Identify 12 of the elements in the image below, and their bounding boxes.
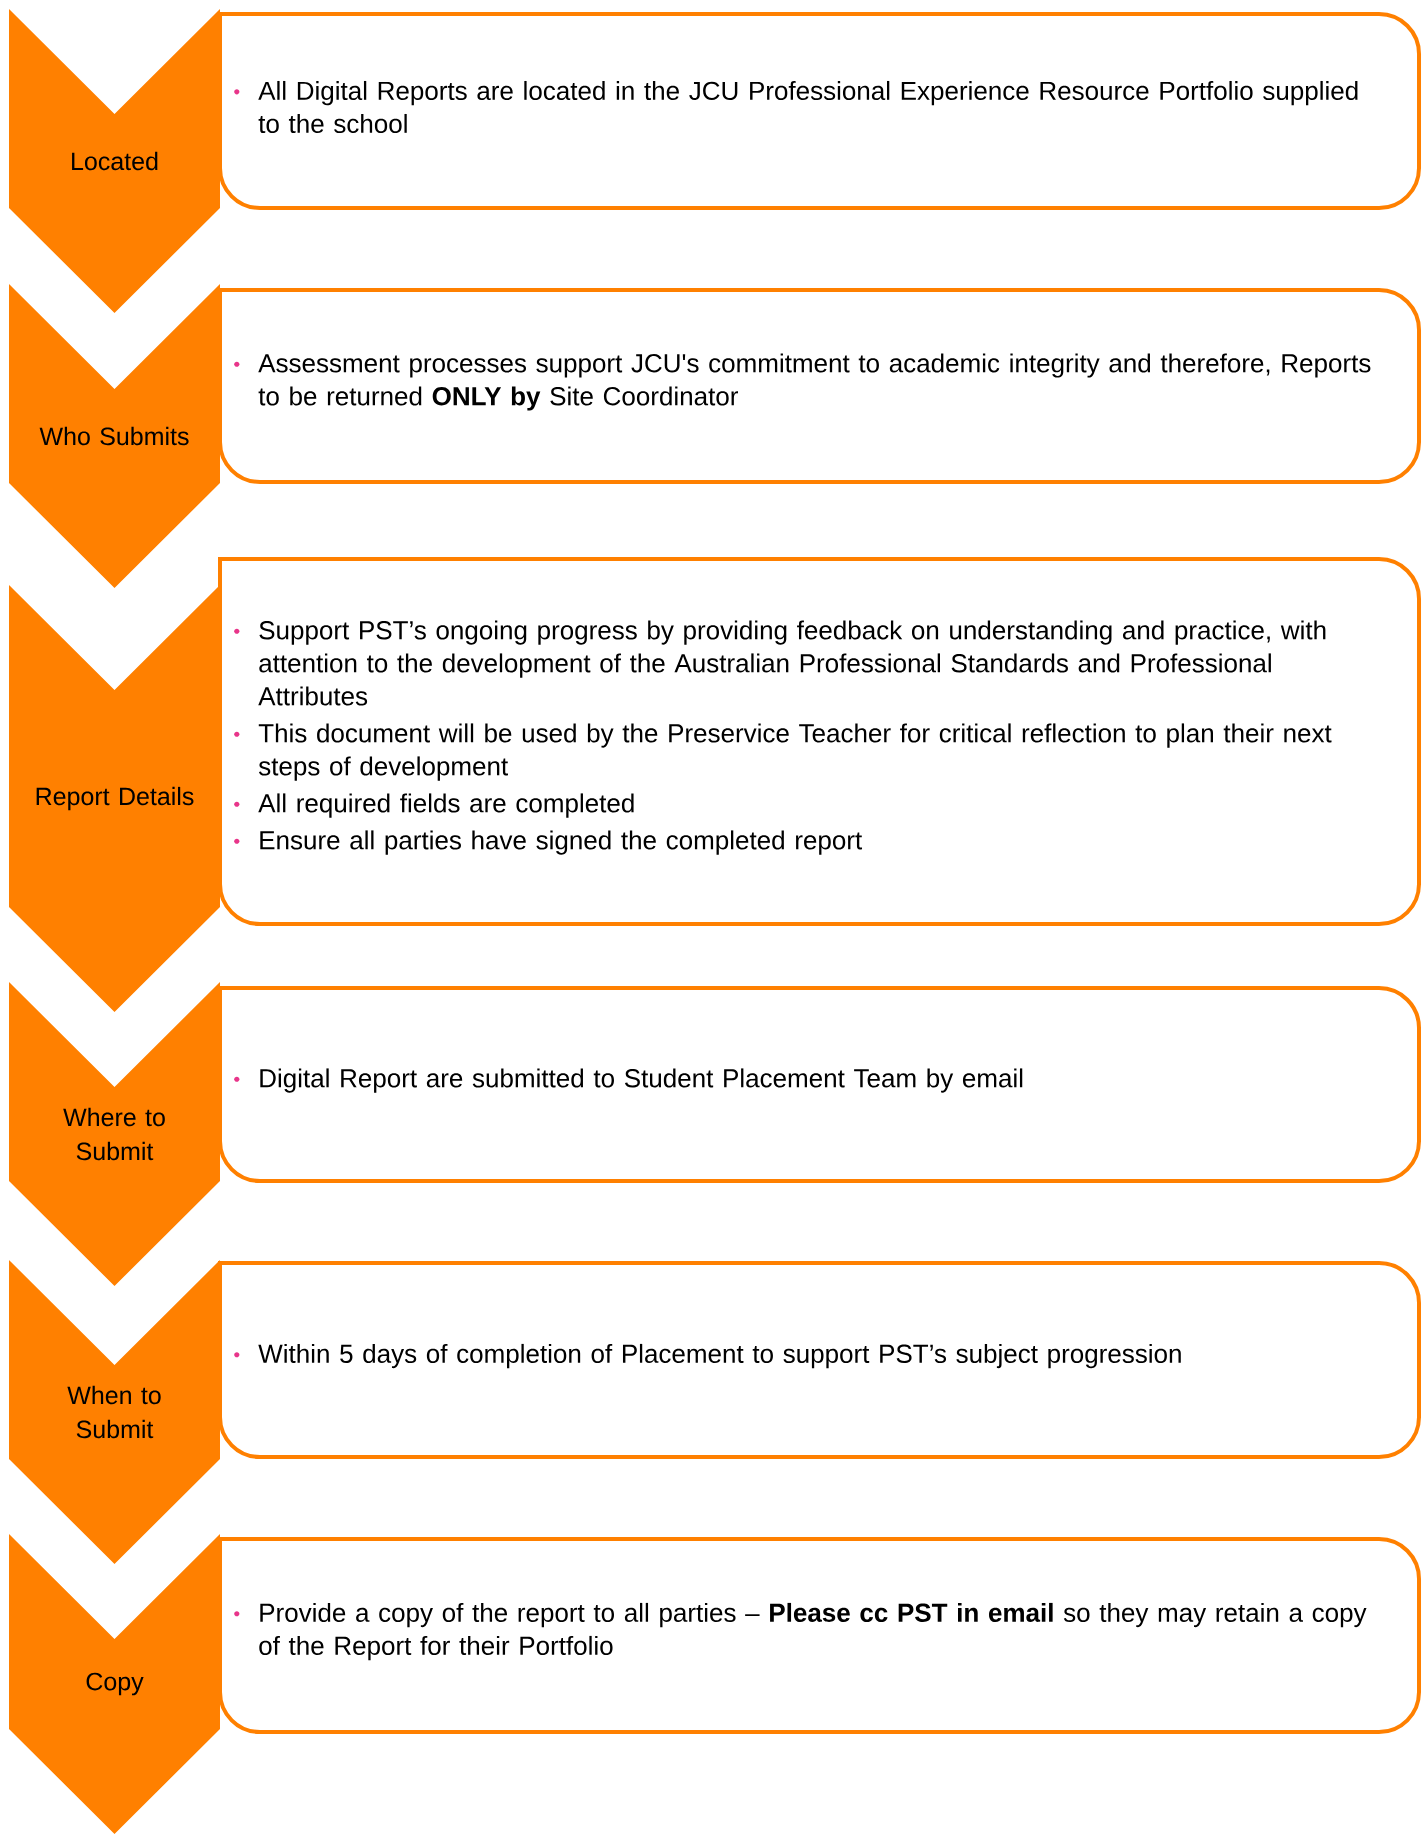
step-box: Within 5 days of completion of Placement to support PST’s subject progression <box>218 1261 1421 1459</box>
step-banner: Where to Submit <box>9 982 220 1286</box>
step-box: Support PST’s ongoing progress by providing feedback on understanding and practice, with attention to the development of the Australian Professional Standards and Professional Attributes This document will be used by the Preservice Teacher for critical reflection to plan their next steps of development All required fields are completed Ensure all parties have signed the completed report <box>218 557 1421 926</box>
step-banner: Report Details <box>9 585 220 1012</box>
step-banner: Located <box>9 9 220 313</box>
step-banner: When to Submit <box>9 1260 220 1564</box>
step-box: Digital Report are submitted to Student Placement Team by email <box>218 986 1421 1183</box>
step-box: Assessment processes support JCU's commitment to academic integrity and therefore, Reports to be returned ONLY by Site Coordinator <box>218 288 1421 484</box>
step-banner: Who Submits <box>9 284 220 588</box>
step-box: Provide a copy of the report to all parties – Please cc PST in email so they may retain a copy of the Report for their Portfolio <box>218 1537 1421 1734</box>
step-banner: Copy <box>9 1534 220 1834</box>
step-box: All Digital Reports are located in the JCU Professional Experience Resource Portfolio supplied to the school <box>218 12 1421 210</box>
